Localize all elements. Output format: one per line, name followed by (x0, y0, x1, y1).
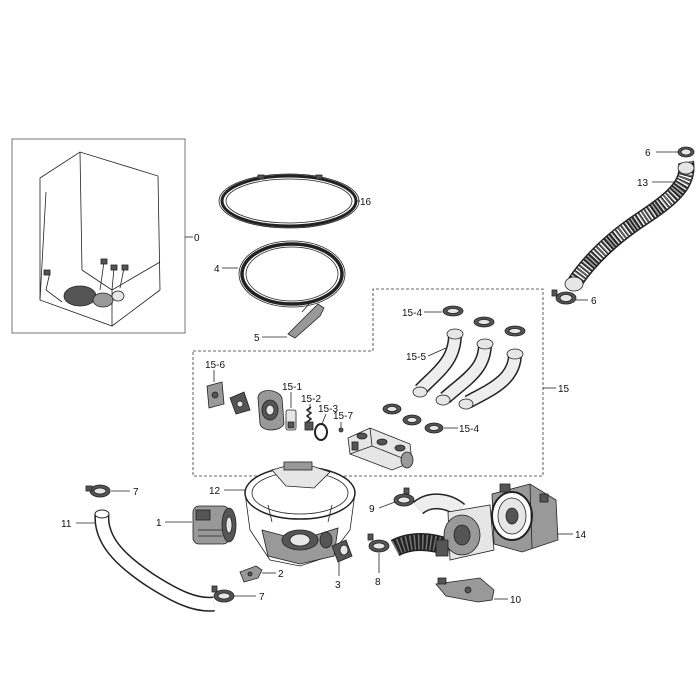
callout-6-upper: 6 (645, 148, 651, 159)
callout-15-2: 15-2 (301, 394, 321, 405)
part-13-drain-hose[interactable] (564, 160, 695, 292)
part-15-manifold[interactable] (347, 427, 414, 471)
callout-5: 5 (254, 333, 260, 344)
part-1-pump-motor[interactable] (192, 505, 237, 545)
part-15-2-spring[interactable] (304, 406, 314, 431)
callout-0: 0 (194, 233, 200, 244)
callout-15-1: 15-1 (282, 382, 302, 393)
part-16-gasket-ring[interactable] (218, 173, 360, 229)
part-8-clamp[interactable] (367, 533, 390, 553)
callout-14: 14 (575, 530, 587, 541)
part-3-check-valve[interactable] (331, 539, 353, 563)
callout-4: 4 (214, 264, 220, 275)
callout-3: 3 (335, 580, 341, 591)
part-6-clamp-upper[interactable] (677, 146, 695, 158)
part-diverter-valve[interactable] (229, 391, 251, 415)
drain-pump-assembly[interactable] (390, 493, 495, 561)
callout-15-6: 15-6 (205, 360, 225, 371)
part-5-bracket[interactable] (287, 299, 325, 339)
part-9-clamp[interactable] (393, 487, 415, 507)
callout-15-7: 15-7 (333, 411, 353, 422)
part-4-sump-gasket[interactable] (238, 240, 346, 308)
callout-10: 10 (510, 595, 522, 606)
callout-15-4-lower: 15-4 (459, 424, 479, 435)
part-15-3-o-ring[interactable] (314, 423, 328, 441)
part-7-clamp-upper[interactable] (85, 484, 111, 498)
part-15-7-pin[interactable] (338, 427, 344, 433)
callout-7-upper: 7 (133, 487, 139, 498)
callout-15: 15 (558, 384, 570, 395)
callout-11: 11 (61, 519, 72, 530)
part-15-4-clamps-upper[interactable] (442, 305, 526, 337)
part-2-clip[interactable] (239, 565, 263, 583)
callout-1: 1 (156, 518, 162, 529)
part-15-6-cap[interactable] (206, 381, 225, 409)
part-diverter-housing[interactable] (257, 390, 285, 431)
part-15-group-boundary (192, 288, 544, 477)
callout-2: 2 (278, 569, 284, 580)
part-6-clamp-lower[interactable] (551, 289, 577, 305)
callout-6-lower: 6 (591, 296, 597, 307)
callout-9: 9 (369, 504, 375, 515)
callout-13: 13 (637, 178, 649, 189)
part-15-5-hoses[interactable] (412, 328, 524, 410)
part-7-clamp-lower[interactable] (211, 585, 235, 603)
part-15-1-motor[interactable] (285, 409, 297, 431)
part-10-bracket[interactable] (435, 577, 495, 603)
part-12-sump[interactable] (244, 461, 356, 567)
part-0-assembly-inset[interactable] (11, 138, 186, 334)
callout-15-5: 15-5 (406, 352, 426, 363)
part-11-hose[interactable] (94, 509, 215, 612)
callout-15-4-upper: 15-4 (402, 308, 422, 319)
callout-7-lower: 7 (259, 592, 265, 603)
callout-15-3: 15-3 (318, 404, 338, 415)
callout-12: 12 (209, 486, 221, 497)
part-14-pump-housing[interactable] (491, 483, 559, 553)
part-15-4-clamps-lower[interactable] (382, 403, 444, 434)
callout-8: 8 (375, 577, 381, 588)
callout-16: 16 (360, 197, 372, 208)
